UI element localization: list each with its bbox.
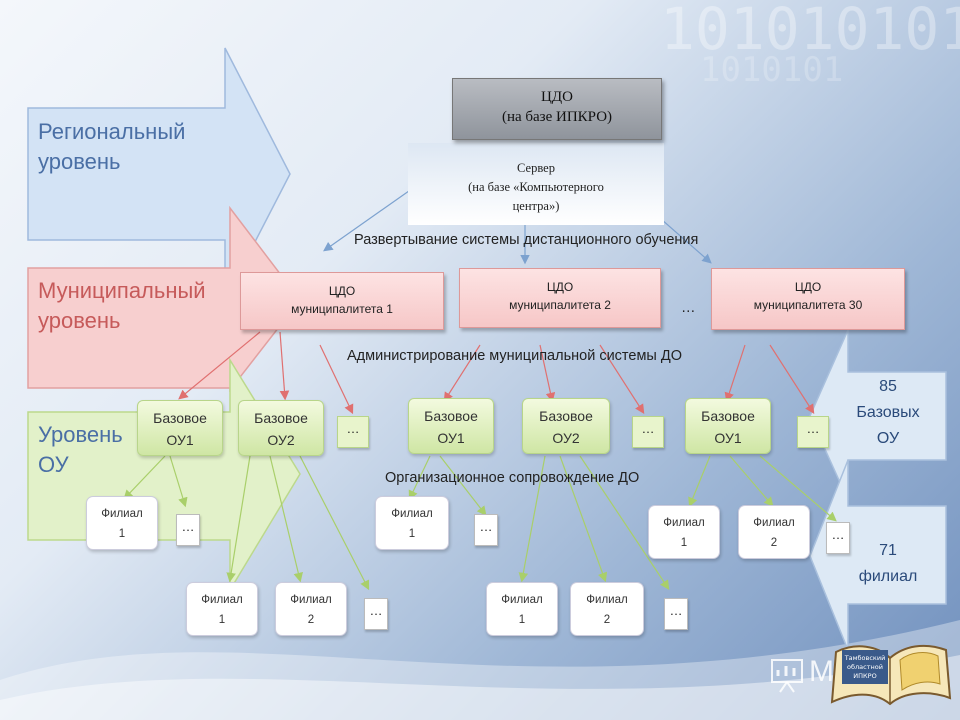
branch-title: Филиал xyxy=(391,508,433,520)
base-school-number: ОУ2 xyxy=(267,432,295,448)
branch-count-number: 71 xyxy=(879,542,897,559)
branch-node: Филиал 2 xyxy=(738,505,810,559)
branch-title: Филиал xyxy=(290,594,332,606)
branch-ellipsis: … xyxy=(826,522,850,554)
branch-node: Филиал 1 xyxy=(86,496,158,550)
regional-cdo-subtitle: (на базе ИПКРО) xyxy=(501,109,613,125)
base-count-text-2: ОУ xyxy=(876,430,900,447)
background-wave xyxy=(0,620,960,720)
branch-ellipsis: … xyxy=(664,598,688,630)
branch-node: Филиал 2 xyxy=(570,582,644,636)
municipal-cdo-title: ЦДО xyxy=(794,280,822,294)
branch-ellipsis: … xyxy=(364,598,388,630)
base-school-title: Базовое xyxy=(254,410,308,426)
server-subtitle-1: (на базе «Компьютерного xyxy=(468,180,604,194)
background-binary-digits-secondary: 1010101 xyxy=(700,50,844,90)
base-count-text-1: Базовых xyxy=(856,404,920,421)
base-school-ellipsis: … xyxy=(632,416,664,448)
municipal-level-label: Муниципальный уровень xyxy=(38,278,206,333)
branch-number: 2 xyxy=(307,614,315,626)
branch-node: Филиал 1 xyxy=(375,496,449,550)
municipal-level-arrow xyxy=(27,205,301,393)
presentation-icon xyxy=(771,659,803,693)
branch-count-text: филиал xyxy=(858,568,918,585)
branch-number: 1 xyxy=(680,537,688,549)
branch-number: 1 xyxy=(408,528,416,540)
base-school-node: Базовое ОУ1 xyxy=(685,398,771,454)
caption-deploy: Развертывание системы дистанционного обу… xyxy=(354,232,699,248)
branch-ellipsis: … xyxy=(474,514,498,546)
municipal-cdo-title: ЦДО xyxy=(546,280,574,294)
institute-book-logo: Тамбовский областной ИПКРО xyxy=(830,644,952,706)
branch-count-arrow xyxy=(809,459,947,651)
branch-node: Филиал 1 xyxy=(486,582,558,636)
branch-title: Филиал xyxy=(501,594,543,606)
branch-title: Филиал xyxy=(101,508,143,520)
base-school-title: Базовое xyxy=(153,410,207,426)
branch-number: 1 xyxy=(218,614,226,626)
base-school-number: ОУ2 xyxy=(552,430,580,446)
branch-count-label: 71 филиал xyxy=(846,538,930,590)
base-school-number: ОУ1 xyxy=(437,430,465,446)
book-text-3: ИПКРО xyxy=(853,672,876,680)
municipal-cdo-node: ЦДО муниципалитета 2 xyxy=(459,268,661,328)
caption-support: Организационное сопровождение ДО xyxy=(385,470,640,486)
base-school-number: ОУ1 xyxy=(166,432,194,448)
municipal-cdo-subtitle: муниципалитета 1 xyxy=(291,302,393,316)
server-title: Сервер xyxy=(517,161,555,175)
server-subtitle-2: центра») xyxy=(512,199,560,213)
branch-title: Филиал xyxy=(753,517,795,529)
base-school-number: ОУ1 xyxy=(714,430,742,446)
regional-level-label: Региональный уровень xyxy=(38,119,186,174)
base-school-node: Базовое ОУ1 xyxy=(408,398,494,454)
regional-cdo-node: ЦДО (на базе ИПКРО) xyxy=(452,78,662,140)
base-school-node: Базовое ОУ1 xyxy=(137,400,223,456)
branch-title: Филиал xyxy=(586,594,628,606)
branch-number: 2 xyxy=(603,614,611,626)
branch-title: Филиал xyxy=(201,594,243,606)
base-school-title: Базовое xyxy=(701,408,755,424)
branch-number: 1 xyxy=(118,528,126,540)
book-text-1: Тамбовский xyxy=(844,654,886,662)
server-node: Сервер (на базе «Компьютерного центра») xyxy=(408,143,664,225)
logo-letter: M xyxy=(809,655,834,688)
base-school-ellipsis: … xyxy=(337,416,369,448)
branch-number: 1 xyxy=(518,614,526,626)
branch-number: 2 xyxy=(770,537,778,549)
municipal-cdo-title: ЦДО xyxy=(328,284,356,298)
book-text-2: областной xyxy=(847,663,883,671)
caption-admin: Администрирование муниципальной системы … xyxy=(347,348,682,364)
municipal-cdo-subtitle: муниципалитета 2 xyxy=(509,298,611,312)
municipal-ellipsis: … xyxy=(681,300,696,316)
municipal-cdo-subtitle: муниципалитета 30 xyxy=(753,298,863,312)
branch-node: Филиал 1 xyxy=(186,582,258,636)
base-school-node: Базовое ОУ2 xyxy=(238,400,324,456)
base-school-node: Базовое ОУ2 xyxy=(522,398,610,454)
base-count-number: 85 xyxy=(879,378,897,395)
branch-ellipsis: … xyxy=(176,514,200,546)
regional-cdo-title: ЦДО xyxy=(541,89,573,105)
municipal-cdo-node: ЦДО муниципалитета 30 xyxy=(711,268,905,330)
branch-node: Филиал 1 xyxy=(648,505,720,559)
branch-node: Филиал 2 xyxy=(275,582,347,636)
base-school-ellipsis: … xyxy=(797,416,829,448)
base-school-title: Базовое xyxy=(539,408,593,424)
base-school-title: Базовое xyxy=(424,408,478,424)
branch-title: Филиал xyxy=(663,517,705,529)
base-count-arrow xyxy=(809,329,947,501)
background-binary-digits: 101010101 xyxy=(660,0,960,63)
base-count-label: 85 Базовых ОУ xyxy=(846,374,930,452)
regional-level-arrow xyxy=(27,47,291,301)
ou-level-label: Уровень ОУ xyxy=(38,422,123,477)
municipal-cdo-node: ЦДО муниципалитета 1 xyxy=(240,272,444,330)
